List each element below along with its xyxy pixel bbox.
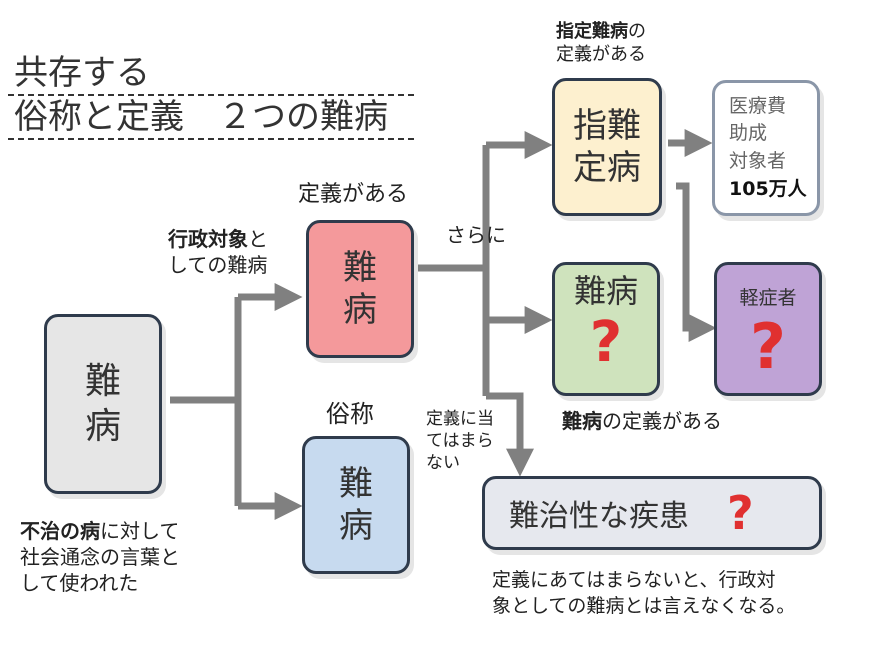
caption-line3: して使われた [20, 571, 139, 595]
not-defined-line3: ない [426, 453, 460, 474]
bottom-note-line2: 象としての難病とは言えなくなる。 [492, 594, 796, 617]
designated-box-line2: 定病 [573, 148, 641, 188]
not-defined-label: 定義に当 てはまら ない [426, 408, 494, 474]
mild-patient-box: 軽症者 ? [714, 262, 822, 396]
designated-header-rest: の [628, 21, 646, 42]
bottom-note: 定義にあてはまらないと、行政対 象としての難病とは言えなくなる。 [492, 568, 795, 619]
intractable-question-icon: ? [727, 486, 754, 540]
red-box-line1: 難 [343, 247, 377, 288]
designated-header-bold: 指定難病 [556, 21, 628, 42]
admin-label: 行政対象と しての難病 [168, 226, 268, 278]
common-nanbyo-box: 難 病 [302, 436, 410, 574]
green-caption-rest: の定義がある [602, 409, 722, 433]
blue-box-line2: 病 [339, 506, 373, 546]
blue-box-line1: 難 [339, 463, 373, 504]
subsidy-count: 105万人 [729, 177, 807, 200]
blue-box-header: 俗称 [326, 400, 374, 428]
subsidy-line3: 対象者 [729, 150, 787, 172]
red-box-header: 定義がある [298, 182, 409, 207]
title-line-1: 共存する [14, 53, 150, 93]
defined-nanbyo-box: 難 病 [306, 220, 414, 358]
designated-header-line2: 定義がある [556, 44, 646, 66]
subsidy-box: 医療費 助成 対象者 105万人 [712, 80, 820, 216]
designated-box-line1: 指難 [573, 105, 641, 146]
bottom-note-line1: 定義にあてはまらないと、行政対 [492, 569, 776, 591]
not-defined-line1: 定義に当 [426, 409, 494, 429]
title-line-2: 俗称と定義 ２つの難病 [14, 97, 388, 137]
green-question-icon: ? [589, 310, 623, 375]
admin-label-line2: しての難病 [168, 253, 268, 277]
caption-rest: に対して [100, 519, 180, 543]
designated-header: 指定難病の 定義がある [556, 20, 646, 67]
purple-question-icon: ? [750, 310, 786, 383]
green-box-title: 難病 [573, 272, 638, 310]
arrow-to-intractable [486, 392, 534, 477]
admin-label-rest: と [248, 227, 268, 251]
nanbyo-box-line1: 難 [84, 361, 121, 402]
green-caption: 難病の定義がある [562, 408, 722, 434]
not-defined-line2: てはまら [426, 431, 494, 452]
purple-box-title: 軽症者 [739, 287, 797, 309]
intractable-disease-box: 難治性な疾患 ? [482, 476, 822, 550]
red-box-line2: 病 [343, 290, 377, 330]
title-divider-2 [8, 138, 414, 140]
arrow-to-purple [676, 182, 717, 342]
nanbyo-caption: 不治の病に対して 社会通念の言葉と して使われた [20, 518, 180, 596]
green-nanbyo-box: 難病 ? [552, 262, 660, 396]
green-caption-bold: 難病 [562, 409, 602, 433]
intractable-text: 難治性な疾患 [509, 499, 689, 534]
designated-nanbyo-box: 指難 定病 [552, 78, 662, 216]
title-divider-1 [8, 94, 414, 96]
sarani-label: さらに [446, 223, 506, 247]
caption-bold: 不治の病 [20, 519, 100, 543]
subsidy-line2: 助成 [729, 122, 768, 145]
nanbyo-box: 難 病 [44, 314, 162, 494]
subsidy-line1: 医療費 [729, 94, 787, 117]
admin-label-bold: 行政対象 [168, 227, 248, 251]
nanbyo-box-line2: 病 [84, 406, 121, 447]
caption-line2: 社会通念の言葉と [20, 545, 180, 569]
